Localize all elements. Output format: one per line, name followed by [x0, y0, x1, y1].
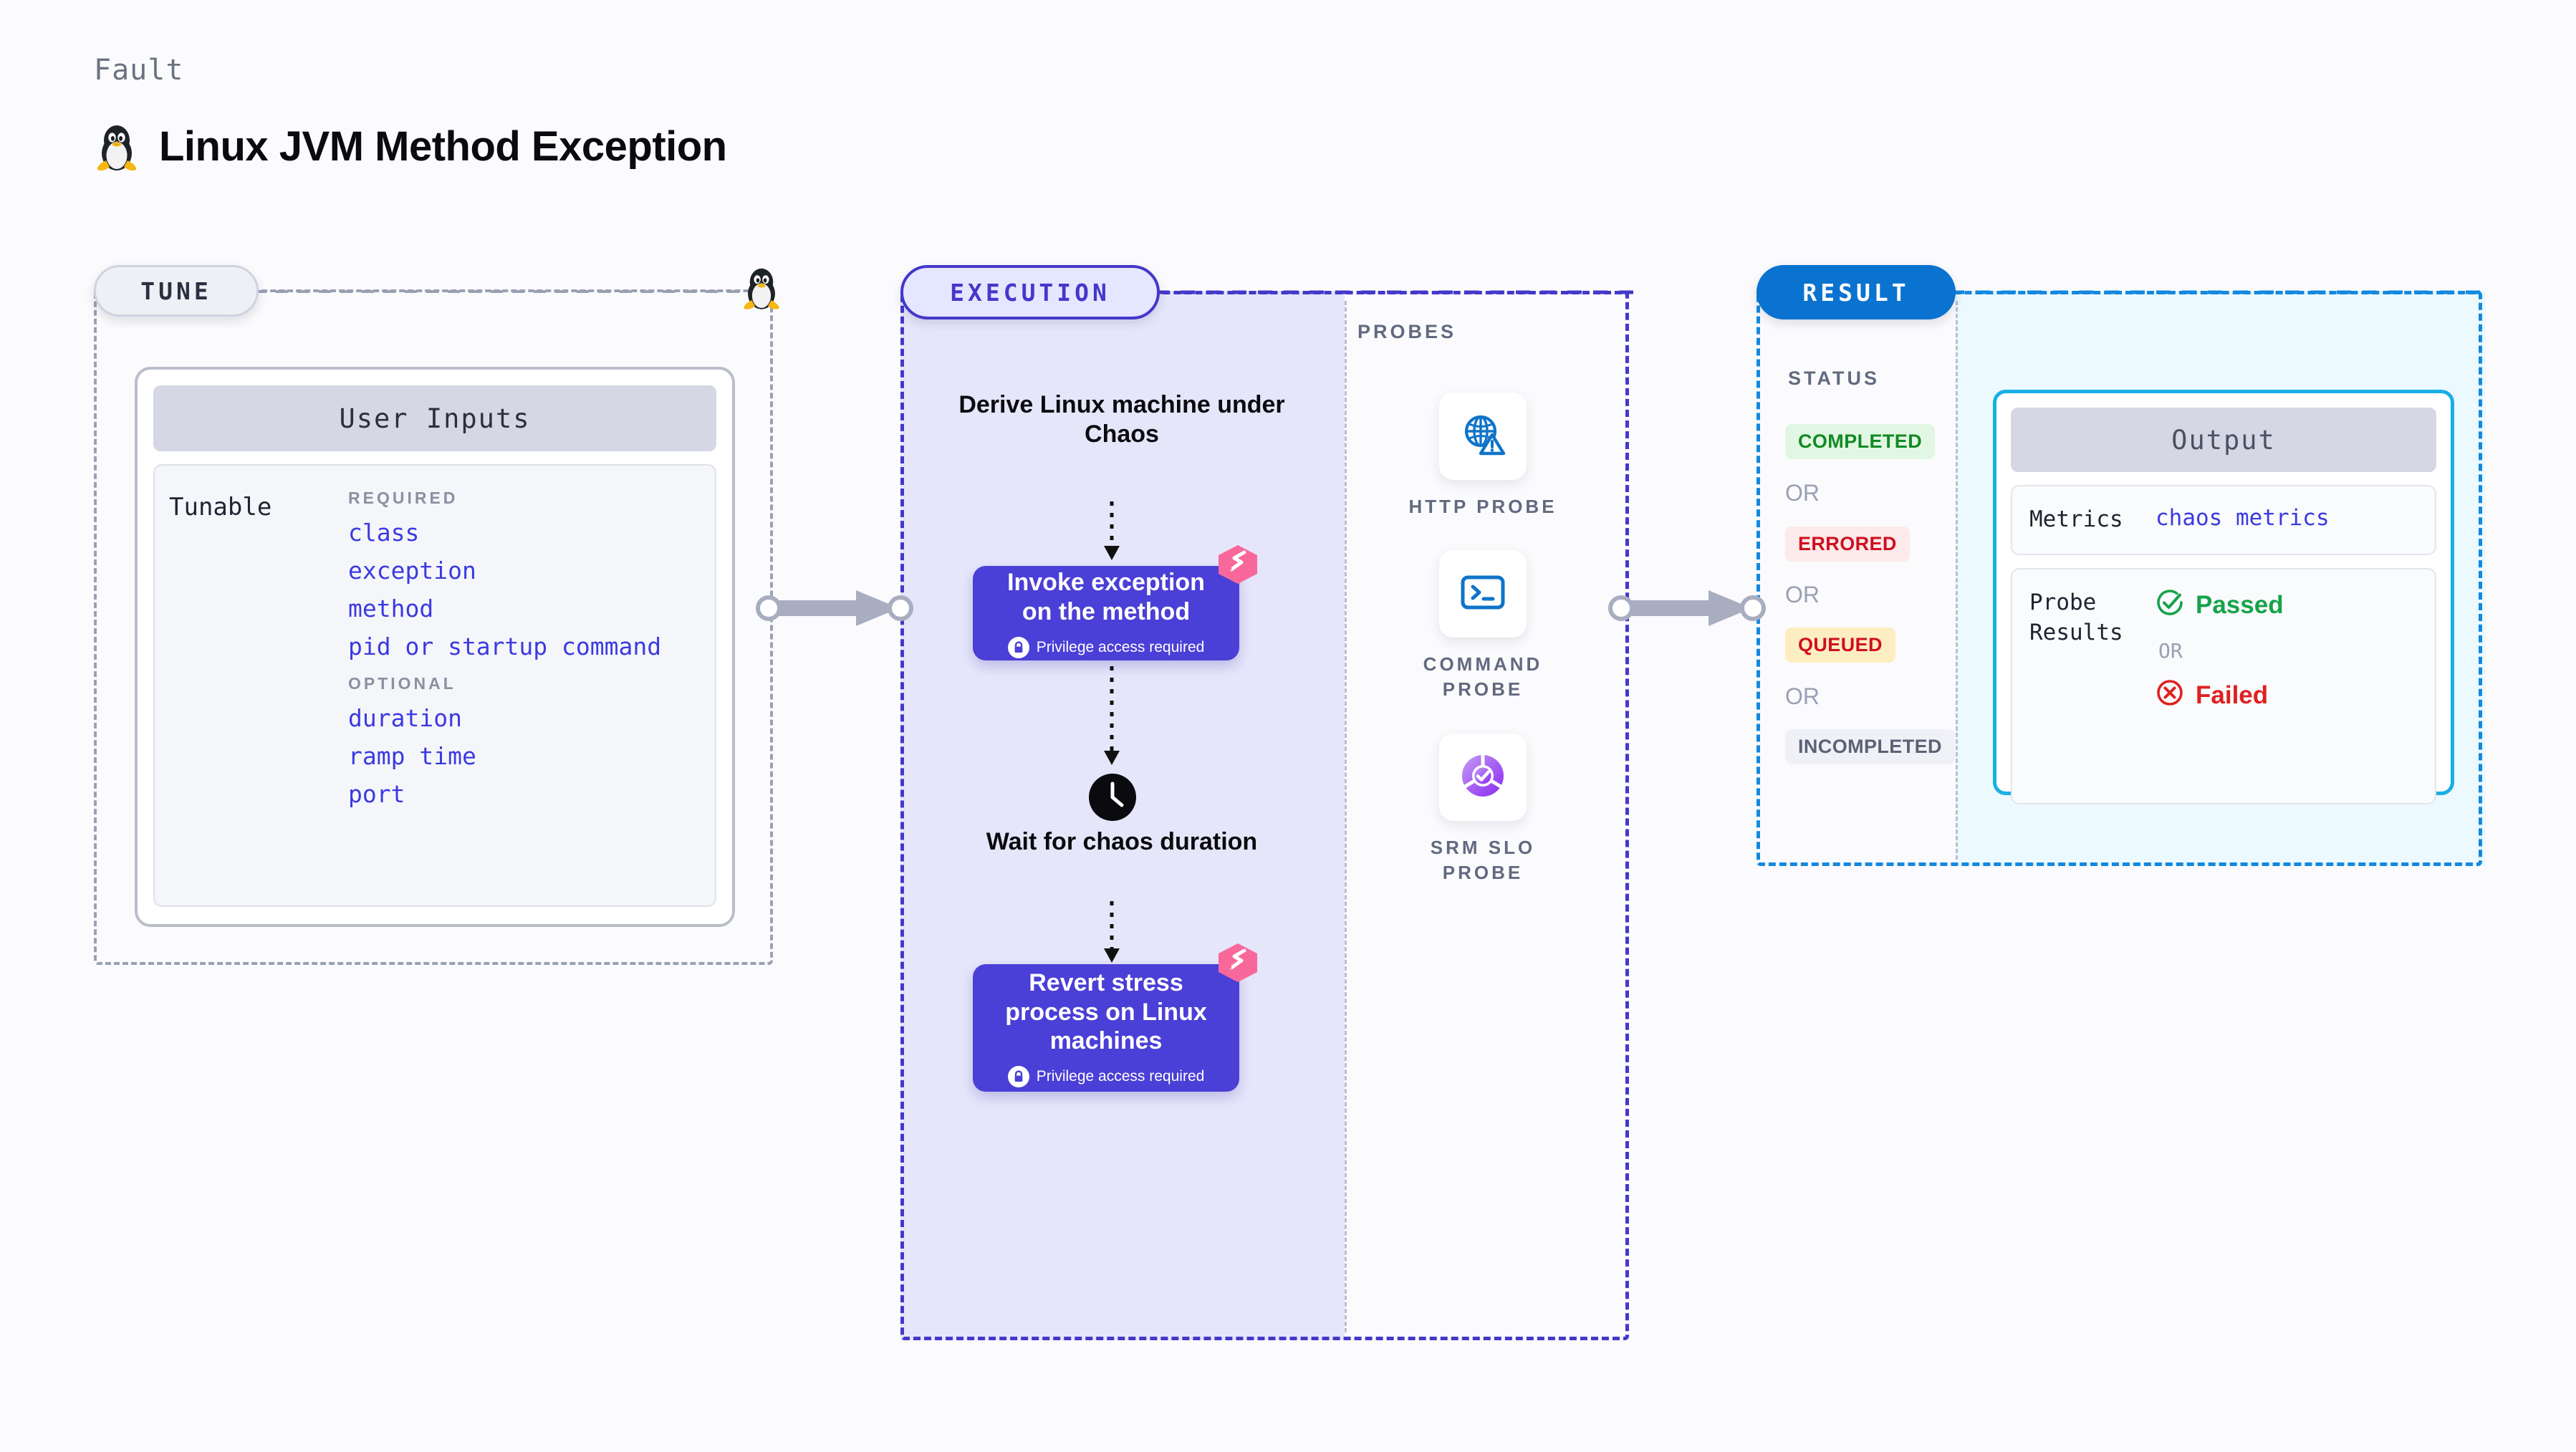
probe-tile	[1439, 393, 1527, 480]
status-badge-incompleted: INCOMPLETED	[1785, 729, 1955, 764]
status-badge-queued: QUEUED	[1785, 628, 1895, 663]
metrics-key: Metrics	[2029, 506, 2123, 532]
litmus-mark-icon	[1216, 941, 1260, 989]
result-output-divider	[1956, 301, 1958, 860]
group-title-required: REQUIRED	[348, 489, 458, 507]
verdict-passed-label: Passed	[2196, 591, 2284, 620]
action-card-title: Revert stress process on Linux machines	[1005, 968, 1207, 1055]
flow-arrow-1	[1104, 501, 1120, 560]
tunable-field-duration[interactable]: duration	[348, 704, 462, 732]
connector-arrow-tune-execution	[756, 590, 913, 626]
action-card-note: Privilege access required	[1007, 1066, 1205, 1088]
execution-step-derive: Derive Linux machine under Chaos	[958, 391, 1285, 448]
probe-tile	[1439, 734, 1527, 821]
verdict-failed: Failed	[2156, 678, 2284, 713]
lock-icon	[1007, 1066, 1029, 1088]
tunable-field-pid-or-startup-command[interactable]: pid or startup command	[348, 633, 662, 660]
tunable-fields: REQUIRED class exception method pid or s…	[348, 489, 701, 905]
probe-tile	[1439, 550, 1527, 638]
result-header-connector	[1950, 290, 2487, 294]
tunable-field-exception[interactable]: exception	[348, 557, 476, 585]
flow-arrow-2	[1104, 666, 1120, 765]
clock-icon	[1087, 772, 1138, 826]
execution-step-wait: Wait for chaos duration	[986, 828, 1258, 855]
linux-tux-marker-icon	[741, 264, 782, 314]
probe-name: SRM SLO PROBE	[1430, 837, 1536, 884]
section-pill-result[interactable]: RESULT	[1756, 265, 1956, 319]
verdict-failed-label: Failed	[2196, 681, 2269, 710]
action-card-note-text: Privilege access required	[1036, 638, 1205, 655]
terminal-icon	[1460, 574, 1506, 615]
status-badge-errored: ERRORED	[1785, 527, 1910, 562]
page-title: Linux JVM Method Exception	[159, 122, 727, 170]
probes-divider	[1345, 301, 1347, 1332]
tunable-field-port[interactable]: port	[348, 780, 405, 808]
status-label: STATUS	[1788, 367, 1880, 389]
output-row-metrics: Metrics chaos metrics	[2011, 485, 2436, 555]
output-row-probe-results: Probe Results Passed OR	[2011, 567, 2436, 804]
tunable-field-method[interactable]: method	[348, 595, 434, 622]
action-card-title: Invoke exception on the method	[1007, 569, 1205, 625]
flow-arrow-3	[1104, 901, 1120, 963]
section-pill-execution[interactable]: EXECUTION	[900, 265, 1160, 319]
execution-header-connector	[1155, 290, 1635, 294]
output-card: Output Metrics chaos metrics Probe Resul…	[1993, 390, 2454, 804]
group-title-optional: OPTIONAL	[348, 674, 456, 693]
status-or-3: OR	[1785, 683, 1820, 709]
probe-results-key: Probe Results	[2029, 588, 2156, 648]
output-title: Output	[2011, 408, 2436, 472]
user-inputs-title: User Inputs	[153, 385, 716, 451]
x-circle-icon	[2156, 678, 2184, 713]
linux-tux-icon	[95, 120, 139, 172]
execution-action-card-invoke[interactable]: Invoke exception on the method Privilege…	[973, 566, 1239, 660]
status-or-2: OR	[1785, 582, 1820, 607]
action-card-note-text: Privilege access required	[1036, 1068, 1205, 1085]
eyebrow-label: Fault	[94, 54, 184, 87]
tunable-field-class[interactable]: class	[348, 519, 420, 547]
probe-http[interactable]: HTTP PROBE	[1400, 393, 1565, 519]
probe-results-key-text: Probe Results	[2029, 589, 2123, 645]
user-inputs-card: User Inputs Tunable REQUIRED class excep…	[135, 367, 735, 927]
check-circle-icon	[2156, 588, 2184, 623]
probe-results-values: Passed OR Failed	[2156, 588, 2284, 713]
globe-warning-icon	[1460, 412, 1506, 461]
verdict-or: OR	[2158, 638, 2183, 663]
probe-command[interactable]: COMMAND PROBE	[1400, 550, 1565, 702]
status-or-1: OR	[1785, 480, 1820, 506]
status-badge-completed: COMPLETED	[1785, 424, 1936, 459]
result-region	[1756, 291, 2482, 866]
litmus-mark-icon	[1216, 542, 1260, 590]
probe-name: COMMAND PROBE	[1423, 653, 1543, 701]
verdict-passed: Passed	[2156, 588, 2284, 623]
execution-action-card-revert[interactable]: Revert stress process on Linux machines …	[973, 964, 1239, 1092]
page-title-row: Linux JVM Method Exception	[95, 120, 727, 172]
tunable-label: Tunable	[169, 493, 272, 521]
probe-srm-slo[interactable]: SRM SLO PROBE	[1400, 734, 1565, 885]
tunable-field-ramp-time[interactable]: ramp time	[348, 742, 476, 770]
connector-arrow-execution-result	[1608, 590, 1766, 626]
srm-slo-donut-icon	[1459, 752, 1506, 803]
tune-header-connector	[254, 290, 749, 293]
metrics-value[interactable]: chaos metrics	[2156, 505, 2330, 531]
action-card-note: Privilege access required	[1007, 636, 1205, 658]
lock-icon	[1007, 636, 1029, 658]
tunable-box: Tunable REQUIRED class exception method …	[153, 464, 716, 907]
probe-name: HTTP PROBE	[1408, 496, 1557, 517]
probes-label: PROBES	[1357, 321, 1457, 342]
section-pill-tune[interactable]: TUNE	[94, 265, 259, 317]
